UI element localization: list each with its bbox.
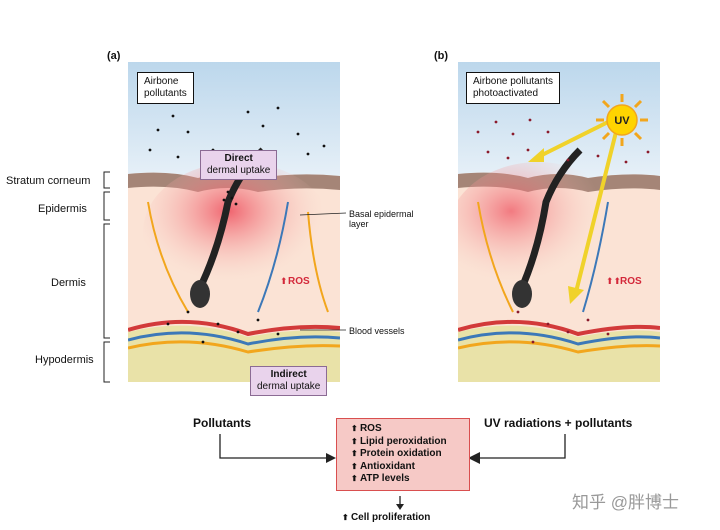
- indirect-title: Indirect: [270, 369, 307, 380]
- indirect-uptake-box: Indirect dermal uptake: [250, 366, 328, 396]
- label-stratum-corneum: Stratum corneum: [6, 175, 91, 187]
- flow-left-label: Pollutants: [193, 416, 252, 430]
- ros-label-b: ROS: [620, 276, 642, 287]
- uv-sun-icon: UV: [596, 94, 648, 146]
- airborne-box-a: Airbone pollutants: [137, 72, 194, 104]
- callout-vessels: Blood vessels: [349, 326, 405, 336]
- effect-item: ROS: [351, 423, 461, 436]
- effect-item: ATP levels: [351, 473, 461, 486]
- indirect-sub: dermal uptake: [257, 381, 321, 392]
- uv-label: UV: [614, 115, 630, 127]
- effects-box: ROS Lipid peroxidation Protein oxidation…: [336, 418, 470, 491]
- callout-basal: Basal epidermal layer: [349, 209, 414, 229]
- svg-text:⬆⬆: ⬆⬆: [606, 276, 621, 286]
- effect-item: Lipid peroxidation: [351, 436, 461, 449]
- effect-item: Protein oxidation: [351, 448, 461, 461]
- callout-lines: [300, 212, 347, 331]
- effect-item: Antioxidant: [351, 461, 461, 474]
- outcome-label: Cell proliferation: [342, 512, 430, 523]
- flow-arrows: [219, 434, 566, 510]
- panel-b-letter: (b): [434, 50, 449, 62]
- direct-title: Direct: [224, 153, 253, 164]
- label-epidermis: Epidermis: [38, 203, 87, 215]
- watermark: 知乎 @胖博士: [572, 493, 679, 512]
- svg-text:⬆: ⬆: [280, 276, 288, 286]
- airborne-box-b: Airbone pollutants photoactivated: [466, 72, 561, 104]
- flow-right-label: UV radiations + pollutants: [484, 416, 633, 430]
- label-hypodermis: Hypodermis: [35, 354, 94, 366]
- direct-uptake-box: Direct dermal uptake: [200, 150, 278, 180]
- ros-label-a: ROS: [288, 276, 310, 287]
- panel-a-letter: (a): [107, 50, 121, 62]
- label-dermis: Dermis: [51, 277, 86, 289]
- layer-brackets: [103, 171, 110, 383]
- direct-sub: dermal uptake: [207, 165, 271, 176]
